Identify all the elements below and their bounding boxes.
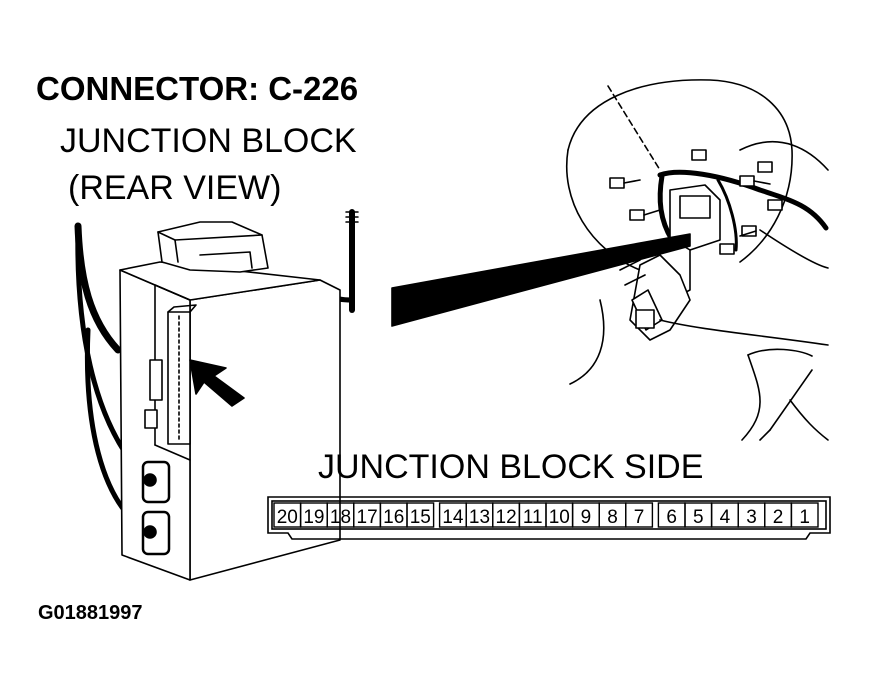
pin-label-3: 3 <box>746 507 757 528</box>
pin-label-18: 18 <box>330 507 351 528</box>
pin-label-14: 14 <box>442 507 464 528</box>
arrow-icon <box>189 359 245 407</box>
plug-upper <box>141 460 171 504</box>
pin-label-1: 1 <box>799 507 810 528</box>
pin-label-20: 20 <box>277 507 298 528</box>
junction-block-drawing <box>74 209 359 581</box>
pin-label-2: 2 <box>773 507 784 528</box>
pin-label-9: 9 <box>581 507 592 528</box>
pin-label-11: 11 <box>523 507 543 528</box>
pin-cell-1 <box>790 502 819 528</box>
connector-title: CONNECTOR: C-226 <box>36 70 359 107</box>
view-label: (REAR VIEW) <box>68 169 282 207</box>
figure-id: G01881997 <box>38 602 143 624</box>
pin-label-13: 13 <box>469 507 490 528</box>
connector-side-label: JUNCTION BLOCK SIDE <box>318 448 704 486</box>
pin-label-6: 6 <box>666 507 677 528</box>
pin-label-5: 5 <box>693 507 704 528</box>
component-label: JUNCTION BLOCK <box>60 122 357 160</box>
plug-lower <box>141 510 171 556</box>
pin-cell-15 <box>406 502 435 528</box>
pin-label-19: 19 <box>303 507 324 528</box>
zoom-wedge <box>391 233 691 327</box>
pin-label-8: 8 <box>607 507 618 528</box>
pin-label-15: 15 <box>410 507 431 528</box>
pin-label-4: 4 <box>720 507 731 528</box>
pin-label-16: 16 <box>383 507 404 528</box>
pin-cell-7 <box>625 502 654 528</box>
pin-strip-outline <box>267 496 831 540</box>
dashboard-drawing <box>566 79 829 441</box>
pin-label-12: 12 <box>496 507 517 528</box>
pin-label-17: 17 <box>357 507 378 528</box>
pin-label-7: 7 <box>634 507 645 528</box>
pin-label-10: 10 <box>549 507 570 528</box>
